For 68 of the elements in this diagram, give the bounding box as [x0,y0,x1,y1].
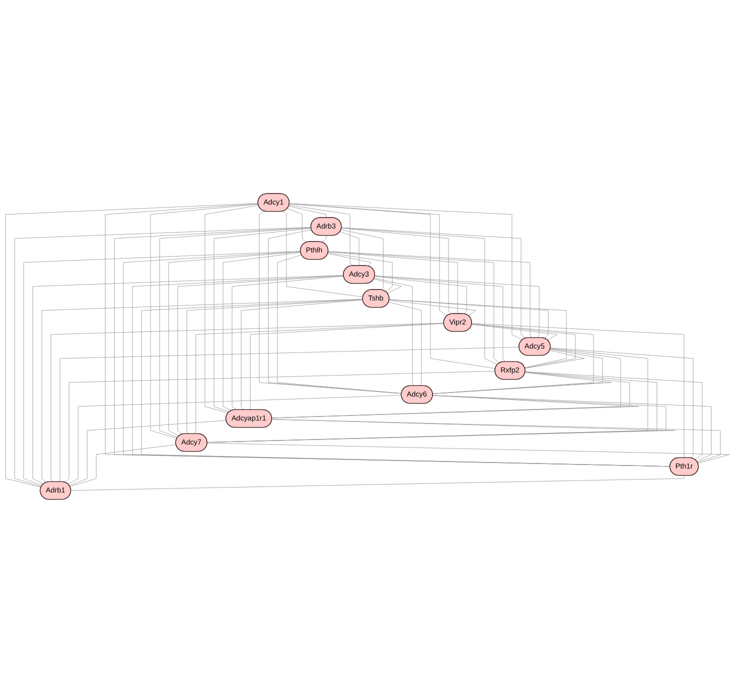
connector [524,350,585,369]
connector [206,419,676,443]
connector [432,324,594,394]
connector [70,475,685,491]
connector [178,276,344,435]
connector [287,208,306,243]
connector [268,230,402,394]
connector [550,348,694,458]
connector [374,276,506,362]
connector [277,254,402,394]
connector [472,324,576,368]
connector [388,302,422,386]
connector [250,323,444,410]
connector [340,230,384,290]
connector [374,276,540,338]
connector [374,276,467,314]
connector [14,227,312,487]
connector [159,228,312,438]
connector [432,349,603,394]
connector [432,395,712,462]
connector [5,203,258,488]
connector [432,372,612,394]
connector [328,252,393,292]
connector [214,228,312,412]
connector [232,276,344,410]
connector [24,251,301,486]
connector [340,231,360,266]
connector [240,300,364,410]
connector [289,204,448,316]
connector [328,252,458,314]
connector [389,299,567,368]
connector [322,235,327,243]
connector [42,298,363,483]
connector [374,278,414,386]
connector [374,278,402,294]
connector [472,323,685,458]
connector [289,203,522,340]
connector [341,228,452,314]
connector [50,322,444,482]
connector [288,204,353,266]
connector [150,204,258,439]
connector [259,210,402,394]
connector [186,299,364,434]
connector [328,251,532,338]
connector [388,300,476,316]
connector [389,299,548,339]
connector [282,210,364,298]
connector [69,420,226,486]
connector [222,252,301,411]
connector [168,252,301,436]
connector [524,371,702,460]
connector [328,251,500,364]
connector [58,346,520,482]
connector [288,206,327,218]
connector [272,419,721,463]
connector [341,227,526,339]
connector [272,395,640,418]
connector [206,442,730,464]
connector [328,253,372,266]
connector [341,228,498,365]
connector [70,444,176,487]
connector [471,324,558,340]
connector [68,395,402,484]
connector [32,275,344,484]
connector [204,205,259,414]
connector [194,323,444,434]
connector [64,370,496,483]
connector [289,204,496,369]
